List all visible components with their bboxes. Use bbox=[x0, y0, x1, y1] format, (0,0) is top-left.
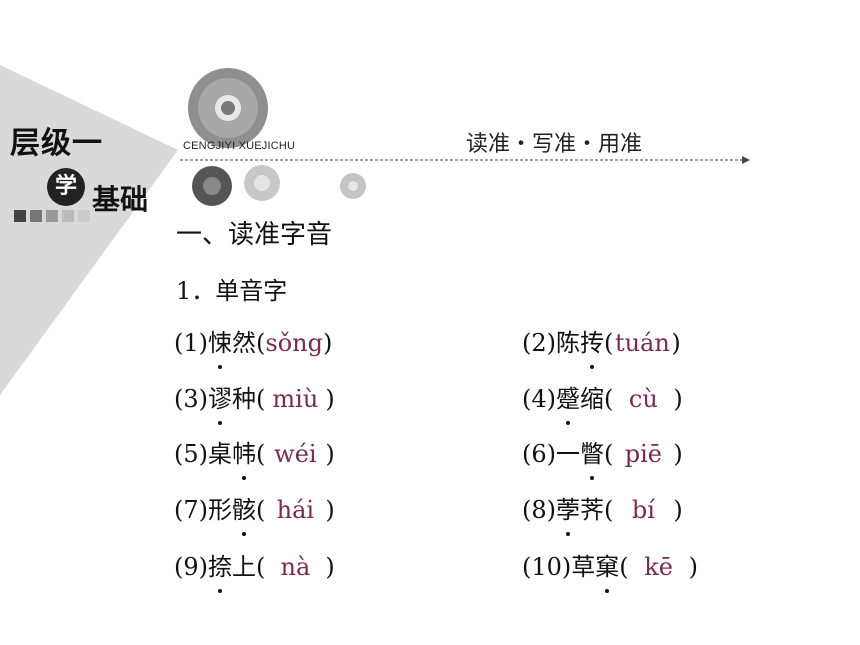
marked-char: 帏 bbox=[232, 437, 256, 480]
pinyin-answer: piē bbox=[624, 440, 662, 468]
pinyin-answer: miù bbox=[272, 385, 319, 413]
flower-small-icon bbox=[340, 173, 366, 199]
pinyin-answer: nà bbox=[280, 553, 311, 581]
decorative-squares bbox=[14, 210, 90, 222]
pinyin-answer: tuán bbox=[614, 329, 670, 357]
pinyin-answer: cù bbox=[628, 385, 658, 413]
level-title: 层级一 bbox=[10, 126, 103, 161]
subsection-title: 1．单音字 bbox=[176, 277, 288, 305]
marked-char: 瞥 bbox=[580, 437, 604, 480]
xue-badge: 学 bbox=[47, 168, 85, 206]
motto: 读准・写准・用准 bbox=[466, 132, 643, 157]
pinyin-answer: hái bbox=[276, 496, 315, 524]
list-item: (9)捺上(nà) bbox=[174, 550, 335, 593]
marked-char: 捺 bbox=[208, 550, 232, 593]
section-title: 一、读准字音 bbox=[176, 220, 333, 250]
pinyin-answer: bí bbox=[631, 496, 655, 524]
item-number: (3) bbox=[174, 385, 208, 413]
list-item: (1)悚然(sǒng) bbox=[174, 326, 332, 369]
item-number: (4) bbox=[522, 385, 556, 413]
list-item: (7)形骸(hái) bbox=[174, 493, 335, 536]
list-item: (6)一瞥(piē) bbox=[522, 437, 683, 480]
marked-char: 蹙 bbox=[556, 382, 580, 425]
item-number: (2) bbox=[522, 329, 556, 357]
item-number: (6) bbox=[522, 440, 556, 468]
level-subtitle: 基础 bbox=[92, 183, 149, 216]
pinyin-label: CENGJIYI XUEJICHU bbox=[183, 140, 296, 152]
banner-triangle bbox=[0, 65, 178, 395]
list-item: (5)桌帏(wéi) bbox=[174, 437, 335, 480]
item-number: (1) bbox=[174, 329, 208, 357]
marked-char: 骸 bbox=[232, 493, 256, 536]
flower-dark-icon bbox=[192, 166, 232, 206]
list-item: (8)荸荠(bí) bbox=[522, 493, 683, 536]
flower-light-icon bbox=[244, 165, 280, 201]
item-number: (7) bbox=[174, 496, 208, 524]
marked-char: 悚 bbox=[208, 326, 232, 369]
list-item: (10)草窠(kē) bbox=[522, 550, 698, 593]
flower-large-icon bbox=[188, 68, 268, 148]
marked-char: 荸 bbox=[556, 493, 580, 536]
list-item: (4)蹙缩(cù) bbox=[522, 382, 683, 425]
list-item: (2)陈抟(tuán) bbox=[522, 326, 681, 369]
marked-char: 抟 bbox=[580, 326, 604, 369]
pinyin-answer: wéi bbox=[274, 440, 317, 468]
item-number: (9) bbox=[174, 553, 208, 581]
pinyin-answer: sǒng bbox=[265, 329, 323, 357]
item-number: (5) bbox=[174, 440, 208, 468]
pinyin-answer: kē bbox=[644, 553, 674, 581]
item-number: (8) bbox=[522, 496, 556, 524]
divider-arrow-icon bbox=[742, 156, 750, 164]
item-number: (10) bbox=[522, 553, 572, 581]
marked-char: 谬 bbox=[208, 382, 232, 425]
list-item: (3)谬种(miù) bbox=[174, 382, 335, 425]
marked-char: 窠 bbox=[595, 550, 619, 593]
